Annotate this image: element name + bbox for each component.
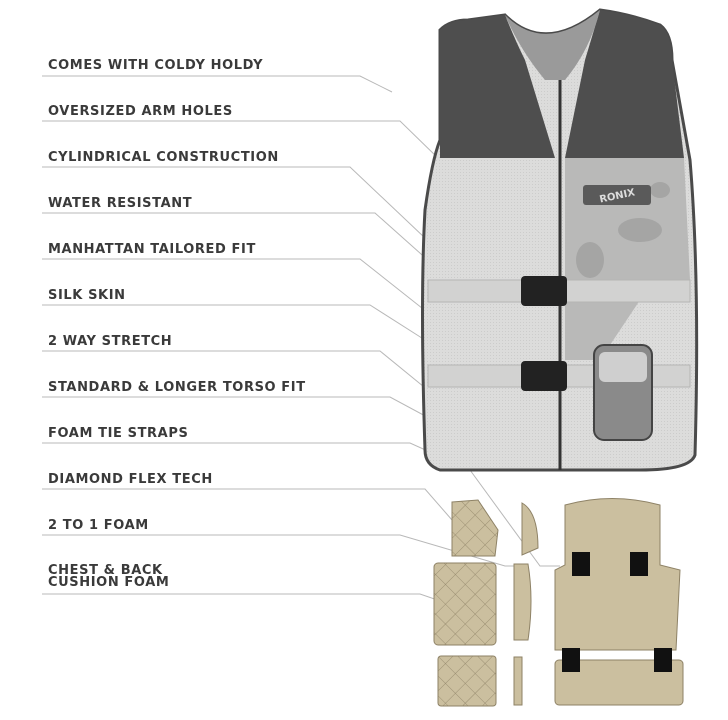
foam-tie-strap-left — [572, 552, 590, 576]
foam-piece-side-3 — [513, 656, 523, 706]
leader-line-diamond-flex — [42, 488, 453, 521]
leader-line-silk-skin — [42, 304, 426, 341]
feature-label-2-to-1-foam: 2 TO 1 FOAM — [48, 518, 149, 533]
foam-back-lower — [554, 659, 684, 706]
feature-label-diamond-flex: DIAMOND FLEX TECH — [48, 472, 213, 487]
feature-label-water-resistant: WATER RESISTANT — [48, 196, 193, 211]
vest-shoulder-left — [440, 15, 555, 158]
feature-label-coldy-holdy: COMES WITH COLDY HOLDY — [48, 58, 264, 73]
foam-tie-strap-bottom-right — [654, 648, 672, 672]
leader-line-water-resistant — [42, 212, 431, 263]
vest-buckle-lower — [521, 361, 567, 391]
leader-line-tailored-fit — [42, 258, 433, 317]
feature-label-cylindrical: CYLINDRICAL CONSTRUCTION — [48, 150, 279, 165]
feature-label-cushion-foam-line1: CHEST & BACK — [48, 563, 163, 578]
foam-tie-strap-right — [630, 552, 648, 576]
feature-label-torso-fit: STANDARD & LONGER TORSO FIT — [48, 380, 306, 395]
foam-piece-diamond-flex — [451, 499, 499, 557]
feature-label-cushion-foam-line2: CUSHION FOAM — [48, 575, 170, 590]
feature-label-tie-straps: FOAM TIE STRAPS — [48, 426, 189, 441]
vest-collar-liner — [505, 10, 600, 80]
foam-tie-strap-bottom-left — [562, 648, 580, 672]
vest-brand-tag — [583, 185, 651, 205]
leader-line-arm-holes — [42, 120, 441, 161]
vest-camo-panel — [565, 158, 690, 360]
feature-label-tailored-fit: MANHATTAN TAILORED FIT — [48, 242, 256, 257]
foam-piece-quilted-large — [433, 562, 497, 646]
foam-piece-quilted-small — [437, 655, 497, 707]
foam-piece-side-2 — [513, 563, 532, 641]
vest-buckle-upper — [521, 276, 567, 306]
feature-label-stretch: 2 WAY STRETCH — [48, 334, 173, 349]
leader-line-stretch — [42, 350, 441, 401]
foam-piece-side-1 — [521, 502, 539, 556]
feature-label-arm-holes: OVERSIZED ARM HOLES — [48, 104, 233, 119]
leader-line-coldy-holdy — [42, 75, 393, 93]
leader-line-cylindrical — [42, 166, 426, 239]
feature-label-silk-skin: SILK SKIN — [48, 288, 126, 303]
vest-shoulder-right — [565, 10, 684, 158]
